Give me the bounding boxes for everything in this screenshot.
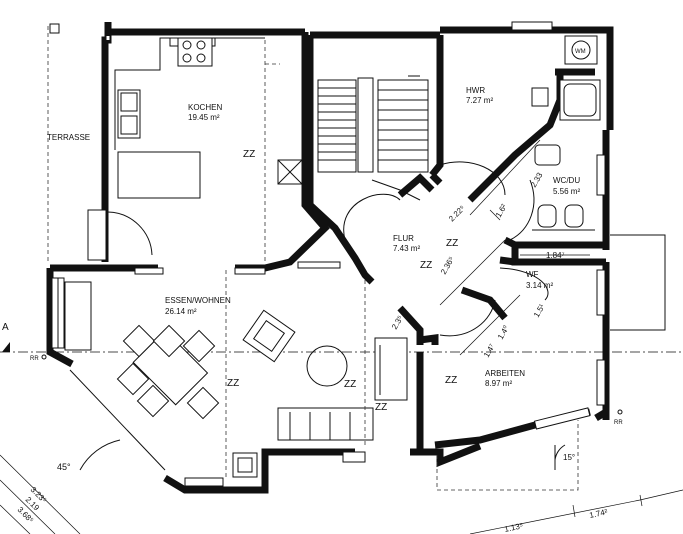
dimension-label: 1.4⁷: [482, 342, 497, 359]
fireplace-icon: [232, 452, 258, 478]
zz-mark: ZZ: [227, 378, 239, 389]
room-name-flur: FLUR: [393, 234, 414, 243]
living-furniture: [116, 261, 408, 487]
zz-mark: ZZ: [243, 149, 255, 160]
section-marker-label: A: [2, 322, 9, 333]
room-area-essen: 26.14 m²: [165, 307, 197, 316]
dimension-label: 2.3⁵: [390, 314, 405, 331]
rr-mark: RR: [30, 356, 39, 362]
dimension-label: 2.22⁵: [447, 204, 467, 224]
kitchen-island: [117, 151, 201, 199]
room-name-wcdu: WC/DU: [553, 176, 580, 185]
room-name-wf: WF: [526, 270, 539, 279]
room-name-essen: ESSEN/WOHNEN: [165, 296, 231, 305]
zz-mark: ZZ: [420, 260, 432, 271]
door-arcs: [343, 161, 549, 337]
dimension-label: 1.74²: [589, 507, 609, 520]
kitchen-furniture: [87, 37, 303, 262]
room-area-kochen: 19.45 m²: [188, 113, 220, 122]
dimension-label: 1.6²: [494, 202, 509, 219]
zz-mark: ZZ: [446, 238, 458, 249]
room-name-arbeiten: ARBEITEN: [485, 369, 525, 378]
room-area-arbeiten: 8.97 m²: [485, 379, 512, 388]
dimension-label: 1.84⁷: [546, 251, 565, 260]
zz-mark: ZZ: [344, 379, 356, 390]
room-name-hwr: HWR: [466, 86, 485, 95]
room-area-wcdu: 5.56 m²: [553, 187, 580, 196]
angle-label: 15°: [563, 453, 575, 462]
angle-label: 45°: [57, 462, 71, 472]
dimension-label: 1.13⁵: [504, 521, 524, 534]
stairs: [317, 75, 429, 201]
interior-walls: [235, 32, 606, 452]
bathroom-fixtures: [531, 35, 601, 231]
room-area-flur: 7.43 m²: [393, 244, 420, 253]
zz-mark: ZZ: [375, 402, 387, 413]
dimension-lines: [439, 139, 590, 356]
room-area-hwr: 7.27 m²: [466, 96, 493, 105]
room-area-wf: 3.14 m²: [526, 281, 553, 290]
cooktop-icon: [177, 37, 213, 67]
sink-icon: [117, 89, 141, 139]
section-arrow-left: [2, 342, 10, 352]
zz-mark: ZZ: [445, 375, 457, 386]
terrace-label: TERRASSE: [47, 133, 90, 142]
washing-machine-label: WM: [575, 49, 586, 55]
dimension-label: 1.5¹: [532, 302, 547, 319]
terrace-post: [49, 23, 60, 34]
dimension-label: 2.33: [529, 171, 545, 189]
room-name-kochen: KOCHEN: [188, 103, 222, 112]
rr-mark: RR: [614, 420, 623, 426]
outer-dash: [0, 234, 683, 534]
dimension-label: 2.36⁵: [439, 255, 456, 276]
dimension-label: 1.4⁰: [496, 324, 511, 341]
